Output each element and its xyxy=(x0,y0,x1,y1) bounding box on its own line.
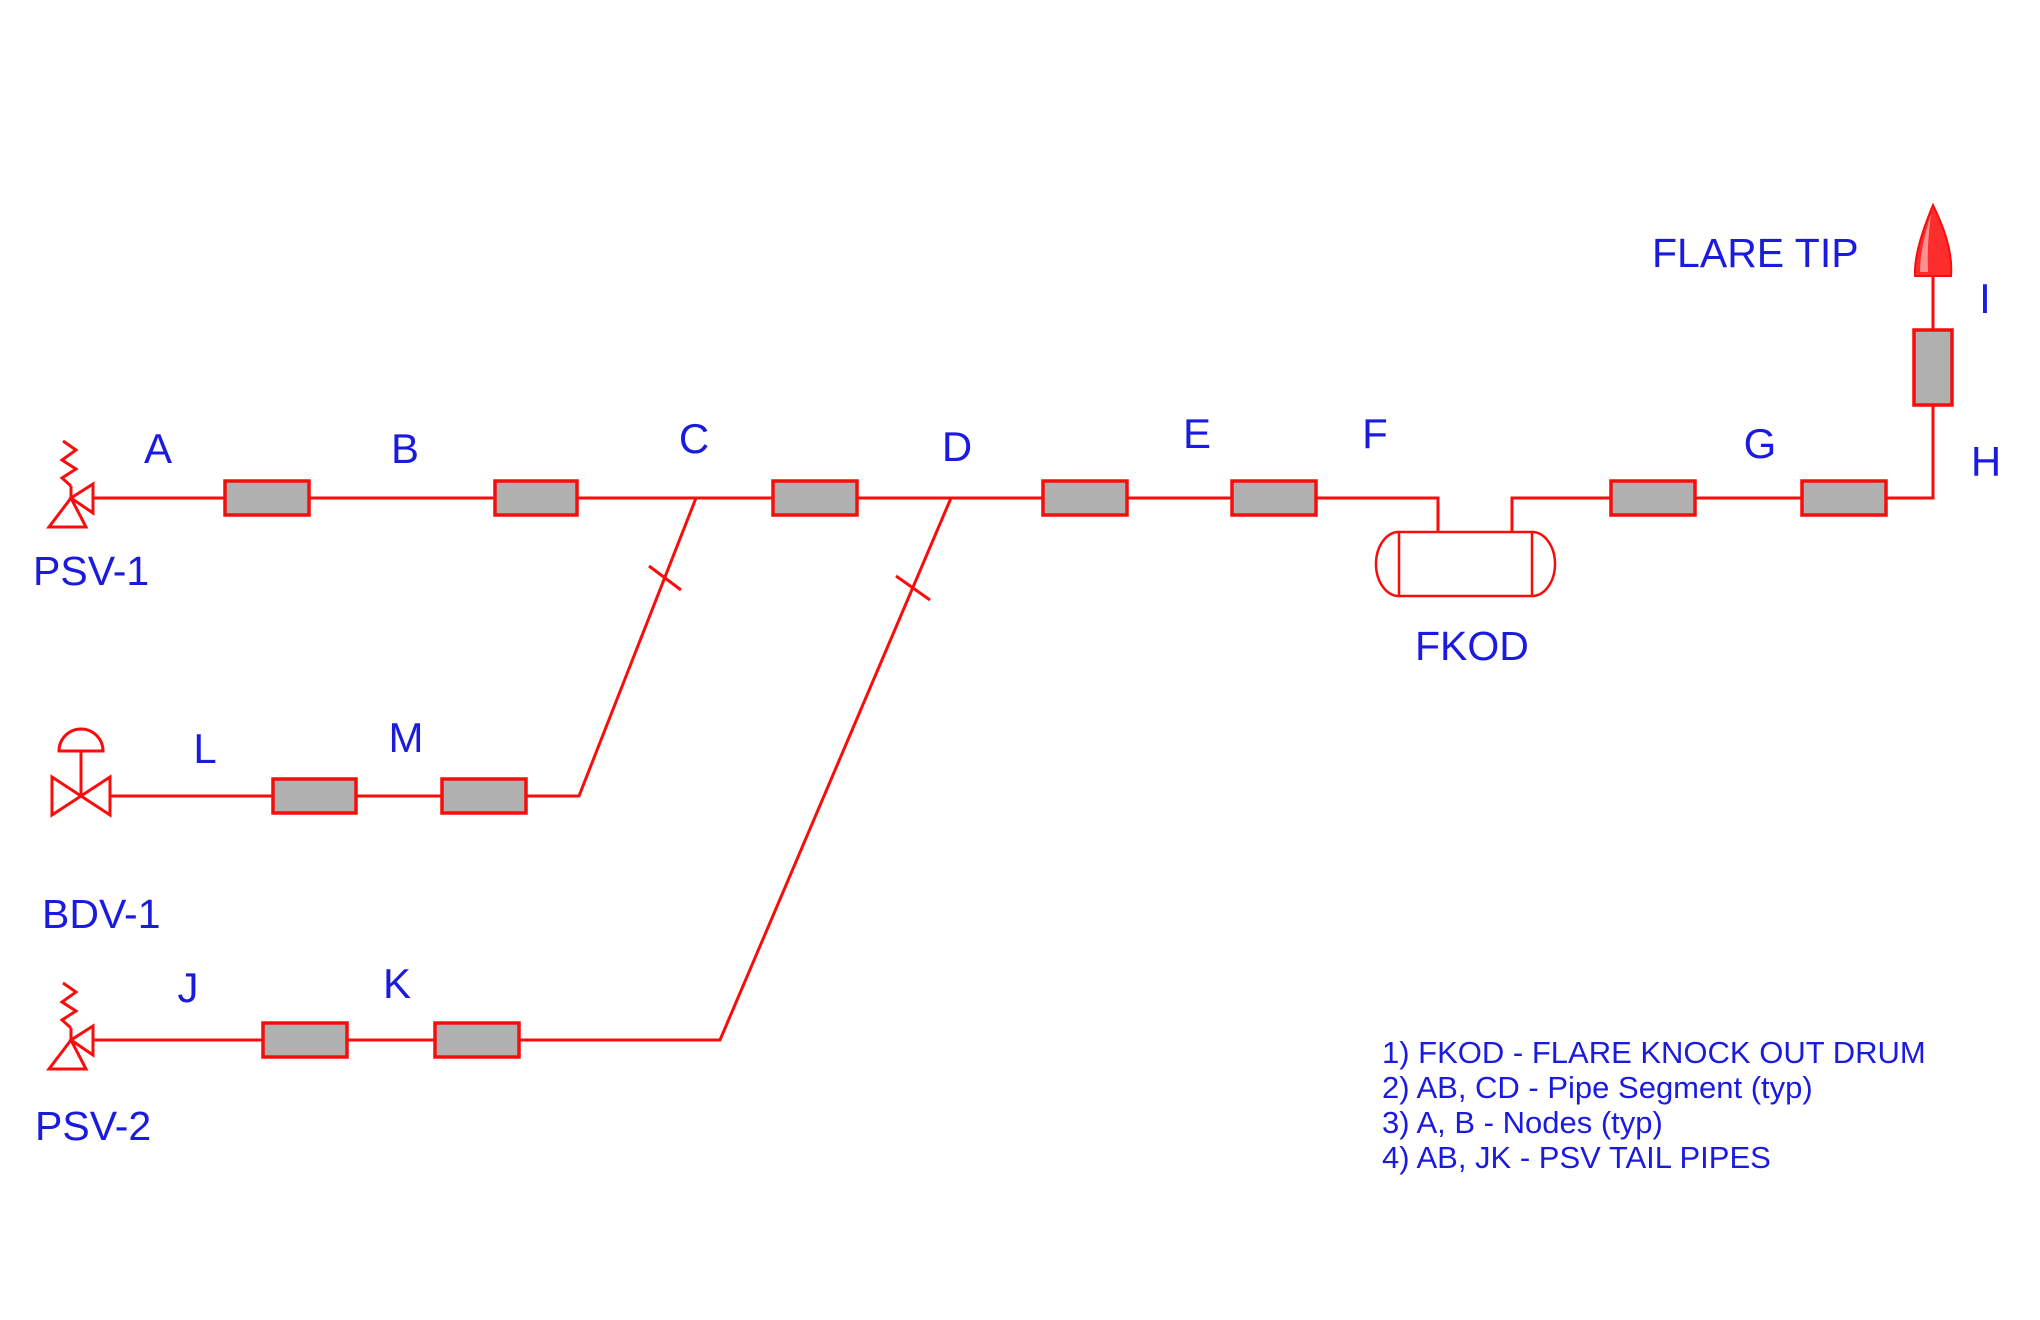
fkod-drum-right-cap xyxy=(1531,530,1557,598)
node-c-label: C xyxy=(679,415,709,462)
node-e-label: E xyxy=(1183,410,1211,457)
note-line-3: 3) A, B - Nodes (typ) xyxy=(1382,1105,1663,1140)
pipe-segment xyxy=(261,1021,349,1059)
node-k-label: K xyxy=(383,960,411,1007)
pipe-segment xyxy=(1230,479,1318,517)
bdv1-valve-body xyxy=(50,774,112,818)
pipe-segment xyxy=(223,479,311,517)
node-f-label: F xyxy=(1362,410,1388,457)
psv2-branch-tick xyxy=(895,574,931,602)
node-b-label: B xyxy=(391,425,419,472)
node-h-label: H xyxy=(1971,438,2001,485)
bdv1-label: BDV-1 xyxy=(42,891,161,937)
pipe-segment xyxy=(771,479,859,517)
pipe-bdv1-branch-line xyxy=(110,497,698,798)
bdv1-actuator-dome xyxy=(57,727,105,753)
note-line-4: 4) AB, JK - PSV TAIL PIPES xyxy=(1382,1140,1771,1175)
psv1-inlet-triangle xyxy=(45,495,89,529)
pipe-segment xyxy=(440,777,528,815)
bdv1-branch-tick xyxy=(648,564,682,592)
node-j-label: J xyxy=(178,964,199,1011)
psv2-valve-symbol xyxy=(45,981,95,1071)
fkod-drum-left-cap xyxy=(1374,530,1400,598)
psv2-outlet-triangle xyxy=(68,1023,95,1058)
flame-highlight xyxy=(1920,214,1931,272)
psv1-label: PSV-1 xyxy=(33,548,149,594)
notes-block: 1) FKOD - FLARE KNOCK OUT DRUM 2) AB, CD… xyxy=(1382,1035,1926,1175)
fkod-drum-body xyxy=(1397,530,1534,598)
note-line-2: 2) AB, CD - Pipe Segment (typ) xyxy=(1382,1070,1813,1105)
pipe-segment xyxy=(1041,479,1129,517)
node-d-label: D xyxy=(942,423,972,470)
pipe-segment xyxy=(433,1021,521,1059)
node-i-label: I xyxy=(1979,275,1991,322)
flare-tip-label: FLARE TIP xyxy=(1652,230,1859,276)
fkod-label: FKOD xyxy=(1415,623,1529,669)
note-line-1: 1) FKOD - FLARE KNOCK OUT DRUM xyxy=(1382,1035,1926,1070)
bdv1-valve-symbol xyxy=(50,727,112,818)
pipe-segment xyxy=(1800,479,1888,517)
psv2-label: PSV-2 xyxy=(35,1103,151,1149)
psv1-outlet-triangle xyxy=(68,481,95,516)
fkod-drum xyxy=(1374,530,1557,598)
node-a-label: A xyxy=(144,425,172,472)
pipe-segment-riser xyxy=(1912,328,1954,407)
node-g-label: G xyxy=(1744,420,1777,467)
pipe-segment xyxy=(493,479,579,517)
node-l-label: L xyxy=(193,725,216,772)
psv1-valve-symbol xyxy=(45,439,95,529)
psv2-inlet-triangle xyxy=(45,1037,89,1071)
psv1-spring-icon xyxy=(59,439,79,488)
flare-tip-icon xyxy=(1913,202,1953,277)
node-m-label: M xyxy=(389,714,424,761)
pipe-segment xyxy=(271,777,358,815)
psv2-spring-icon xyxy=(59,981,79,1030)
pipe-segment xyxy=(1609,479,1697,517)
pipe-psv2-branch-line xyxy=(93,497,953,1042)
